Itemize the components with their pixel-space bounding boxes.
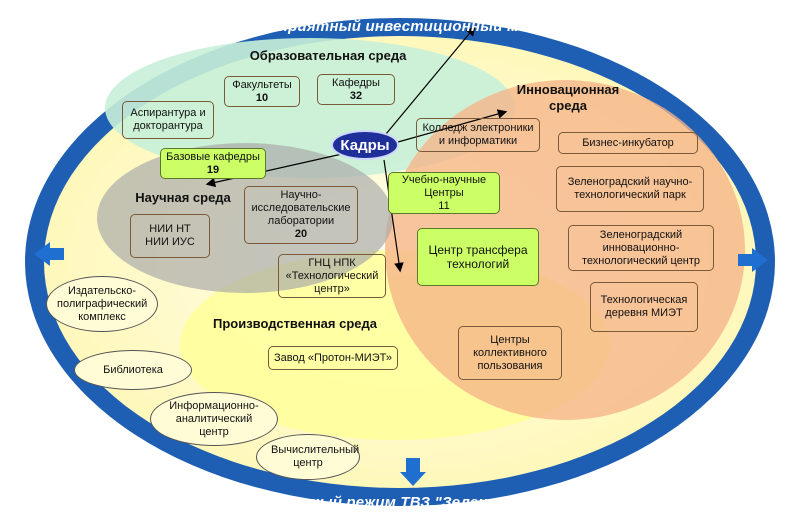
labs-box[interactable]: Научно-исследовательские лаборатории 20 <box>244 186 358 244</box>
innovation-title: Инновационная среда <box>516 82 620 113</box>
info-center-oval[interactable]: Информационно-аналитический центр <box>150 392 278 446</box>
institutes-box[interactable]: НИИ НТ НИИ ИУС <box>130 214 210 258</box>
faculties-label: Факультеты <box>232 78 292 91</box>
zone-education <box>105 38 515 178</box>
edu-sci-centers-count: 11 <box>438 199 450 212</box>
departments-count: 32 <box>349 89 363 102</box>
arrow-to-innovation <box>397 109 508 143</box>
info-center-label: Информационно-аналитический центр <box>169 399 259 438</box>
production-title: Производственная среда <box>212 316 377 331</box>
departments-label: Кафедры <box>332 76 380 89</box>
shared-centers-box[interactable]: Центры коллективного пользования <box>458 326 562 380</box>
arrow-down-icon <box>400 458 426 486</box>
shared-centers-label: Центры коллективного пользования <box>473 333 547 372</box>
gnc-label: ГНЦ НПК «Технологический центр» <box>285 256 379 295</box>
transfer-center-box[interactable]: Центр трансфера технологий <box>417 228 539 286</box>
arrow-right-icon <box>738 248 768 272</box>
plant-box[interactable]: Завод «Протон-МИЭТ» <box>268 346 398 370</box>
institutes-label: НИИ НТ НИИ ИУС <box>145 223 195 248</box>
arrow-to-science <box>205 153 343 188</box>
computing-label: Вычислительный центр <box>271 444 360 469</box>
publishing-oval[interactable]: Издательско-полиграфический комплекс <box>46 276 158 332</box>
innov-center-label: Зеленоградский инновационно-технологичес… <box>581 228 701 267</box>
zone-science <box>97 143 393 293</box>
arrow-to-top <box>385 26 476 135</box>
ribbon-top: Благоприятный инвестиционный климат <box>232 18 568 35</box>
zone-innovation <box>385 80 745 420</box>
base-departments-label: Базовые кафедры <box>166 150 260 163</box>
tech-park-label: Зеленоградский научно-технологический па… <box>567 176 693 201</box>
edu-sci-centers-box[interactable]: Учебно-научные Центры 11 <box>388 172 500 214</box>
library-oval[interactable]: Библиотека <box>74 350 192 390</box>
labs-count: 20 <box>294 228 308 240</box>
postgrad-label: Аспирантура и докторантура <box>130 107 206 132</box>
science-title: Научная среда <box>135 190 231 205</box>
faculties-count: 10 <box>255 91 269 104</box>
ribbon-bottom: Льготный режим ТВЗ "Зеленоград" <box>260 494 540 511</box>
tech-village-box[interactable]: Технологическая деревня МИЭТ <box>590 282 698 332</box>
incubator-label: Бизнес-инкубатор <box>582 136 674 149</box>
base-departments-box[interactable]: Базовые кафедры 19 <box>160 148 266 179</box>
postgrad-box[interactable]: Аспирантура и докторантура <box>122 101 214 139</box>
innov-center-box[interactable]: Зеленоградский инновационно-технологичес… <box>568 225 714 271</box>
tech-park-box[interactable]: Зеленоградский научно-технологический па… <box>556 166 704 212</box>
college-box[interactable]: Колледж электроники и информатики <box>416 118 540 152</box>
labs-label: Научно-исследовательские лаборатории <box>251 189 351 227</box>
arrow-to-production <box>383 159 404 273</box>
college-label: Колледж электроники и информатики <box>422 122 534 147</box>
center-node[interactable]: Кадры <box>331 130 399 160</box>
edu-sci-centers-label: Учебно-научные Центры <box>401 173 487 199</box>
plant-label: Завод «Протон-МИЭТ» <box>274 351 392 364</box>
publishing-label: Издательско-полиграфический комплекс <box>57 284 148 323</box>
gnc-box[interactable]: ГНЦ НПК «Технологический центр» <box>278 254 386 298</box>
tech-village-label: Технологическая деревня МИЭТ <box>600 294 688 319</box>
library-label: Библиотека <box>103 363 163 376</box>
base-departments-count: 19 <box>206 163 220 176</box>
education-title: Образовательная среда <box>249 48 407 63</box>
faculties-box[interactable]: Факультеты 10 <box>224 76 300 107</box>
incubator-box[interactable]: Бизнес-инкубатор <box>558 132 698 154</box>
departments-box[interactable]: Кафедры 32 <box>317 74 395 105</box>
computing-oval[interactable]: Вычислительный центр <box>256 434 360 480</box>
arrow-left-icon <box>34 242 64 266</box>
transfer-center-label: Центр трансфера технологий <box>428 243 528 271</box>
